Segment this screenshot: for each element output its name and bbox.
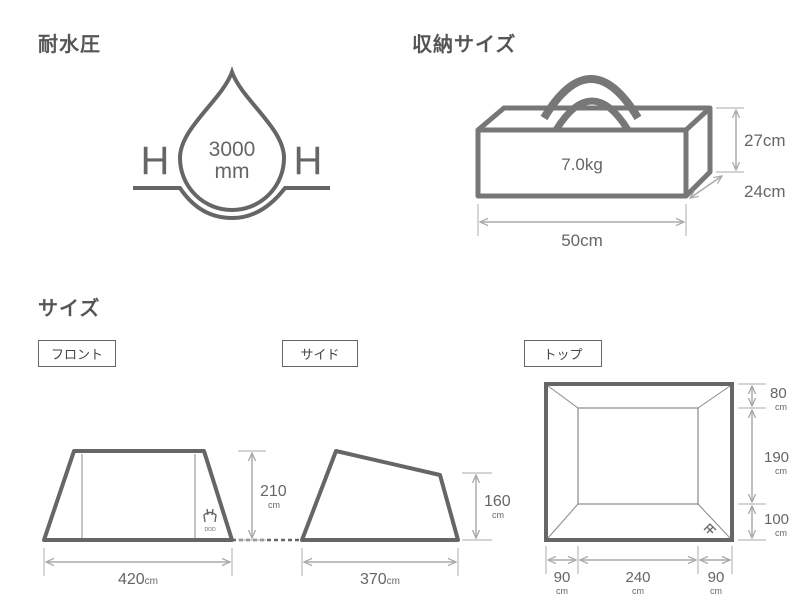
front-width-value: 420 [118, 571, 145, 588]
top-logo-icon [703, 523, 717, 534]
top-view-shape [544, 382, 734, 542]
top-width-1-unit: cm [556, 586, 568, 596]
bag-weight-label: 7.0kg [561, 155, 603, 174]
front-width-unit: cm [145, 576, 158, 587]
storage-bag-icon [475, 75, 713, 199]
top-depth-1-unit: cm [775, 402, 787, 412]
side-width-label: 370cm [360, 571, 400, 588]
bag-depth-label: 24cm [744, 182, 786, 201]
top-depth-2-unit: cm [775, 466, 787, 476]
water-pressure-title: 耐水圧 [38, 32, 101, 56]
size-title: サイズ [38, 296, 101, 320]
bag-height-label: 27cm [744, 131, 786, 150]
side-view-shape [300, 449, 460, 542]
top-view-label: トップ [524, 340, 602, 367]
side-width-unit: cm [387, 576, 400, 587]
top-width-3-unit: cm [710, 586, 722, 596]
front-view-shape [42, 449, 300, 542]
top-width-3-value: 90 [708, 569, 725, 586]
bag-width-label: 50cm [561, 231, 603, 250]
top-depth-3-value: 100 [764, 511, 789, 528]
front-logo-text: DOD [204, 527, 216, 533]
top-width-2-value: 240 [625, 569, 650, 586]
front-height-unit: cm [268, 500, 280, 510]
h-right-label: H [294, 139, 323, 183]
storage-size-title: 収納サイズ [412, 32, 517, 56]
top-width-1-value: 90 [554, 569, 571, 586]
front-width-label: 420cm [118, 571, 158, 588]
side-width-value: 370 [360, 571, 387, 588]
water-drop-icon [133, 66, 330, 221]
side-view-label: サイド [282, 340, 358, 367]
top-width-2-unit: cm [632, 586, 644, 596]
side-height-unit: cm [492, 510, 504, 520]
top-depth-3-unit: cm [775, 528, 787, 538]
water-pressure-unit: mm [215, 160, 250, 183]
front-height-value: 210 [260, 483, 287, 500]
water-pressure-value: 3000 [209, 138, 256, 161]
h-left-label: H [141, 139, 170, 183]
side-height-value: 160 [484, 493, 511, 510]
top-depth-2-value: 190 [764, 449, 789, 466]
front-logo-icon [203, 508, 217, 523]
top-depth-1-value: 80 [770, 385, 787, 402]
front-view-label: フロント [38, 340, 116, 367]
